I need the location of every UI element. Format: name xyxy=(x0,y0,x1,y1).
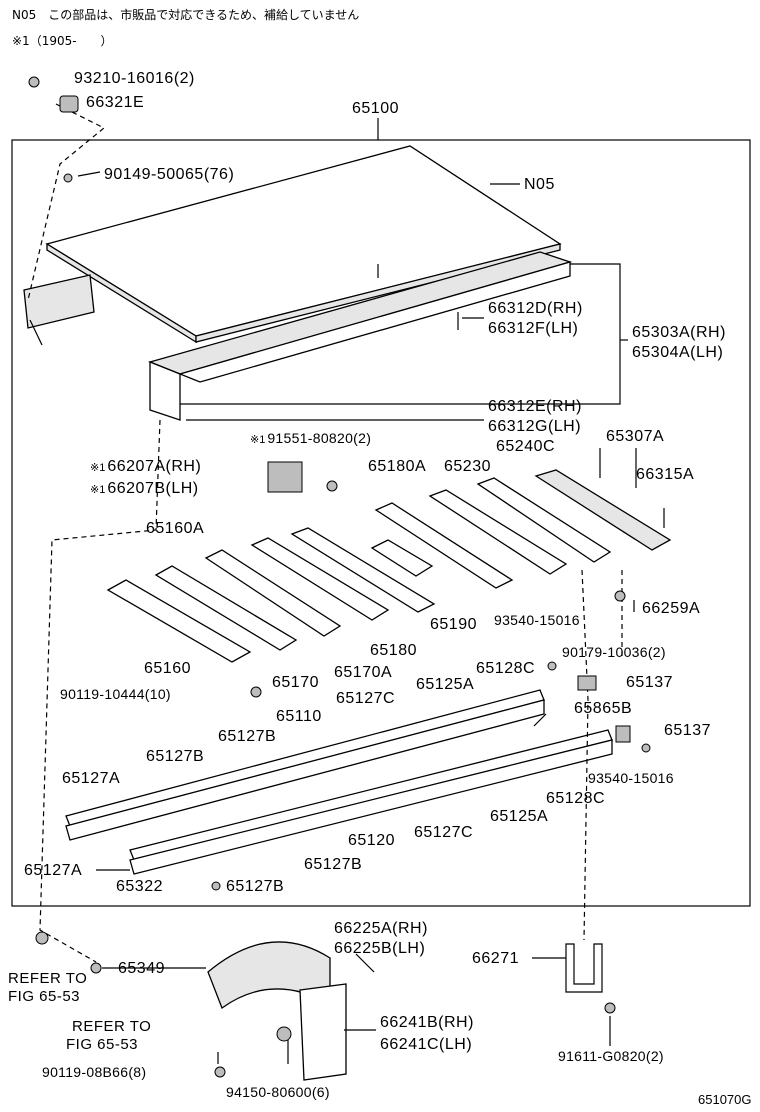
part-66321E[interactable]: 66321E xyxy=(86,94,145,111)
long-sills xyxy=(65,689,613,875)
part-66271[interactable]: 66271 xyxy=(472,950,519,967)
part-65110[interactable]: 65110 xyxy=(276,708,322,725)
part-65127B-bot[interactable]: 65127B xyxy=(304,856,363,873)
part-66312E[interactable]: 66312E(RH) xyxy=(488,398,582,415)
bracket-66271 xyxy=(565,943,603,993)
part-65170A[interactable]: 65170A xyxy=(334,664,393,681)
refer-to-label-1[interactable]: REFER TO xyxy=(8,970,88,987)
marker-1: ※1 xyxy=(90,484,106,496)
part-65127A-bot[interactable]: 65127A xyxy=(24,862,83,879)
part-65180[interactable]: 65180 xyxy=(370,642,417,659)
leader-lines xyxy=(77,118,637,1064)
part-65127B-mid[interactable]: 65127B xyxy=(146,748,205,765)
part-93540-top[interactable]: 93540-15016 xyxy=(494,612,580,628)
part-66225B[interactable]: 66225B(LH) xyxy=(334,940,426,957)
part-66312G[interactable]: 66312G(LH) xyxy=(488,418,582,435)
part-66259A[interactable]: 66259A xyxy=(642,600,701,617)
refer-to-label-2[interactable]: REFER TO xyxy=(72,1018,152,1035)
part-91551-number: 91551-80820(2) xyxy=(267,430,372,446)
part-65127C-bot[interactable]: 65127C xyxy=(414,824,474,841)
part-90149[interactable]: 90149-50065(76) xyxy=(104,166,235,183)
cross-members xyxy=(106,469,672,663)
assembly-frame xyxy=(11,139,751,907)
part-65160A[interactable]: 65160A xyxy=(146,520,205,537)
part-65349[interactable]: 65349 xyxy=(118,960,165,977)
part-65170[interactable]: 65170 xyxy=(272,674,319,691)
part-65127B-top[interactable]: 65127B xyxy=(218,728,277,745)
part-90119-08B66[interactable]: 90119-08B66(8) xyxy=(42,1064,147,1080)
part-66207A-number: 66207A(RH) xyxy=(107,458,202,475)
part-65137-bot[interactable]: 65137 xyxy=(664,722,711,739)
part-65128C-top[interactable]: 65128C xyxy=(476,660,536,677)
part-65127A-top[interactable]: 65127A xyxy=(62,770,121,787)
part-66207B-number: 66207B(LH) xyxy=(107,480,199,497)
part-66225A[interactable]: 66225A(RH) xyxy=(334,920,428,937)
side-rail-front xyxy=(177,261,571,383)
marker-1: ※1 xyxy=(90,462,106,474)
part-91611[interactable]: 91611-G0820(2) xyxy=(558,1048,664,1064)
part-65127C-top[interactable]: 65127C xyxy=(336,690,396,707)
part-66312F[interactable]: 66312F(LH) xyxy=(488,320,579,337)
mud-flap xyxy=(299,983,347,1081)
part-66315A[interactable]: 66315A xyxy=(636,466,695,483)
part-65127B-last[interactable]: 65127B xyxy=(226,878,285,895)
part-65304A[interactable]: 65304A(LH) xyxy=(632,344,724,361)
part-65230[interactable]: 65230 xyxy=(444,458,491,475)
part-65160[interactable]: 65160 xyxy=(144,660,191,677)
left-hinge xyxy=(23,274,95,329)
part-66241B[interactable]: 66241B(RH) xyxy=(380,1014,474,1031)
part-90179[interactable]: 90179-10036(2) xyxy=(562,644,666,660)
part-66241C[interactable]: 66241C(LH) xyxy=(380,1036,473,1053)
part-65128C-bot[interactable]: 65128C xyxy=(546,790,606,807)
note-marker: ※1（1905- ） xyxy=(12,34,113,48)
marker-1: ※1 xyxy=(250,434,266,446)
part-93210[interactable]: 93210-16016(2) xyxy=(74,70,195,87)
note-n05: N05 この部品は、市販品で対応できるため、補給していません xyxy=(12,8,360,22)
part-94150[interactable]: 94150-80600(6) xyxy=(226,1084,330,1100)
part-65120[interactable]: 65120 xyxy=(348,832,395,849)
part-65100[interactable]: 65100 xyxy=(352,100,399,117)
fig-ref-2[interactable]: FIG 65-53 xyxy=(66,1036,139,1053)
part-65125A-top[interactable]: 65125A xyxy=(416,676,475,693)
part-65307A[interactable]: 65307A xyxy=(606,428,665,445)
part-65125A-bot[interactable]: 65125A xyxy=(490,808,549,825)
part-65137-top[interactable]: 65137 xyxy=(626,674,673,691)
part-65322[interactable]: 65322 xyxy=(116,878,163,895)
part-65240C[interactable]: 65240C xyxy=(496,438,556,455)
side-rail-face xyxy=(149,361,181,421)
part-66312D[interactable]: 66312D(RH) xyxy=(488,300,583,317)
part-65180A[interactable]: 65180A xyxy=(368,458,427,475)
diagram-code: 651070G xyxy=(698,1092,752,1107)
part-65303A[interactable]: 65303A(RH) xyxy=(632,324,726,341)
part-93540-bot[interactable]: 93540-15016 xyxy=(588,770,674,786)
part-65865B[interactable]: 65865B xyxy=(574,700,633,717)
fig-ref-1[interactable]: FIG 65-53 xyxy=(8,988,81,1005)
part-90119-10444[interactable]: 90119-10444(10) xyxy=(60,686,171,702)
part-N05[interactable]: N05 xyxy=(524,176,555,193)
fasteners xyxy=(28,76,665,1078)
part-65190[interactable]: 65190 xyxy=(430,616,477,633)
floor-board-edge-front xyxy=(195,243,561,343)
